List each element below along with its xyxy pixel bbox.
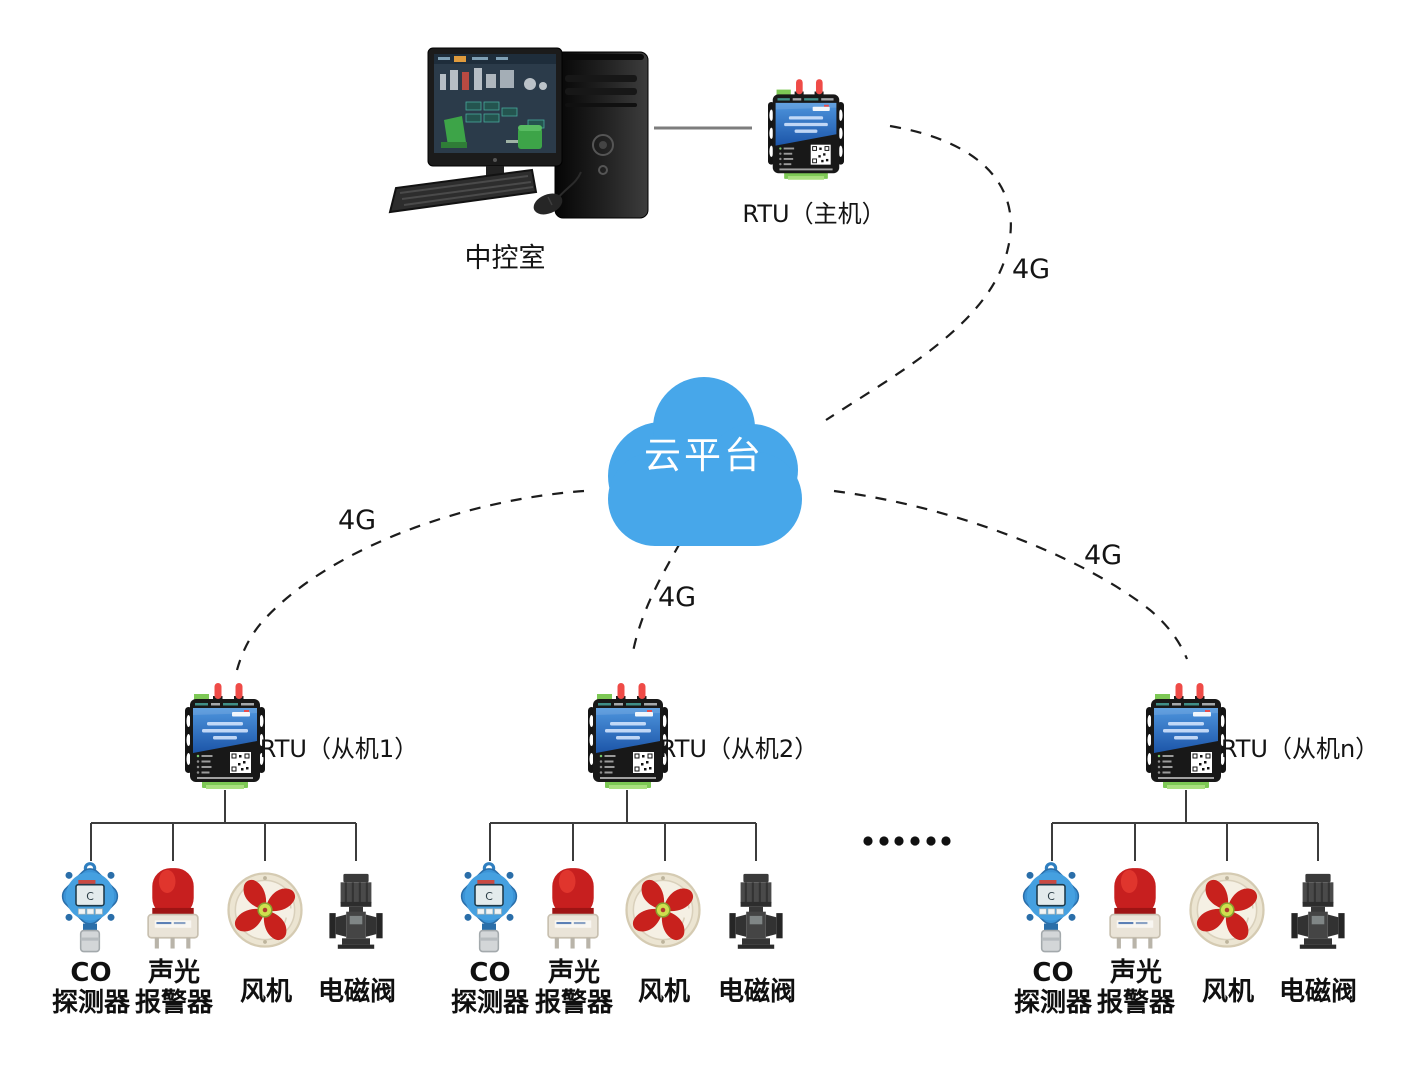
control-room-computer: [388, 47, 649, 219]
fan-icon: [625, 872, 701, 948]
solenoid-valve-icon: [728, 866, 784, 956]
device-label-fan: 风机: [239, 977, 293, 1007]
curve-cloud-to-slaven: [833, 489, 1189, 660]
rtu-master-label: RTU（主机）: [742, 200, 886, 228]
solenoid-valve-icon: [1290, 866, 1346, 956]
cloud-platform: 云平台: [598, 376, 810, 548]
device-label-alarm: 声光 报警器: [534, 958, 614, 1018]
device-label-valve: 电磁阀: [1278, 977, 1358, 1007]
rtu-slaven-device: [1146, 683, 1226, 789]
device-label-fan: 风机: [637, 977, 691, 1007]
alarm-beacon-icon: [144, 864, 202, 956]
rtu-slave2-label: RTU（从机2）: [659, 735, 819, 763]
rtu-master-device: [768, 79, 844, 180]
link-label-4g-master: 4G: [1011, 254, 1051, 285]
tree-slaven: [1051, 790, 1319, 861]
device-label-alarm: 声光 报警器: [134, 958, 214, 1018]
device-label-fan: 风机: [1201, 977, 1255, 1007]
device-label-co: CO 探测器: [1013, 958, 1093, 1018]
cloud-label: 云平台: [644, 433, 764, 477]
device-label-co: CO 探测器: [450, 958, 530, 1018]
device-label-co: CO 探测器: [51, 958, 131, 1018]
device-label-valve: 电磁阀: [717, 977, 797, 1007]
rtu-slaven-label: RTU（从机n）: [1220, 735, 1380, 763]
link-label-4g-slave1: 4G: [337, 505, 377, 536]
tree-slave1: [90, 790, 357, 861]
rtu-slave1-label: RTU（从机1）: [259, 735, 419, 763]
solenoid-valve-icon: [328, 866, 384, 956]
fan-icon: [1189, 872, 1265, 948]
curve-master-to-cloud: [825, 124, 1012, 421]
link-label-4g-slave2: 4G: [657, 582, 697, 613]
curve-cloud-to-slave1: [235, 489, 585, 671]
alarm-beacon-icon: [544, 864, 602, 956]
cloud-icon: [608, 377, 802, 546]
co-detector-icon: [55, 861, 125, 955]
device-label-valve: 电磁阀: [317, 977, 397, 1007]
ellipsis-dots: [863, 836, 951, 846]
co-detector-icon: [1016, 861, 1086, 955]
tree-slave2: [489, 790, 757, 861]
rtu-slave1-device: [185, 683, 265, 789]
co-detector-icon: [454, 861, 524, 955]
link-label-4g-slaven: 4G: [1083, 540, 1123, 571]
control-room-label: 中控室: [464, 243, 546, 274]
device-label-alarm: 声光 报警器: [1096, 958, 1176, 1018]
rtu-slave2-device: [588, 683, 668, 789]
alarm-beacon-icon: [1106, 864, 1164, 956]
fan-icon: [227, 872, 303, 948]
